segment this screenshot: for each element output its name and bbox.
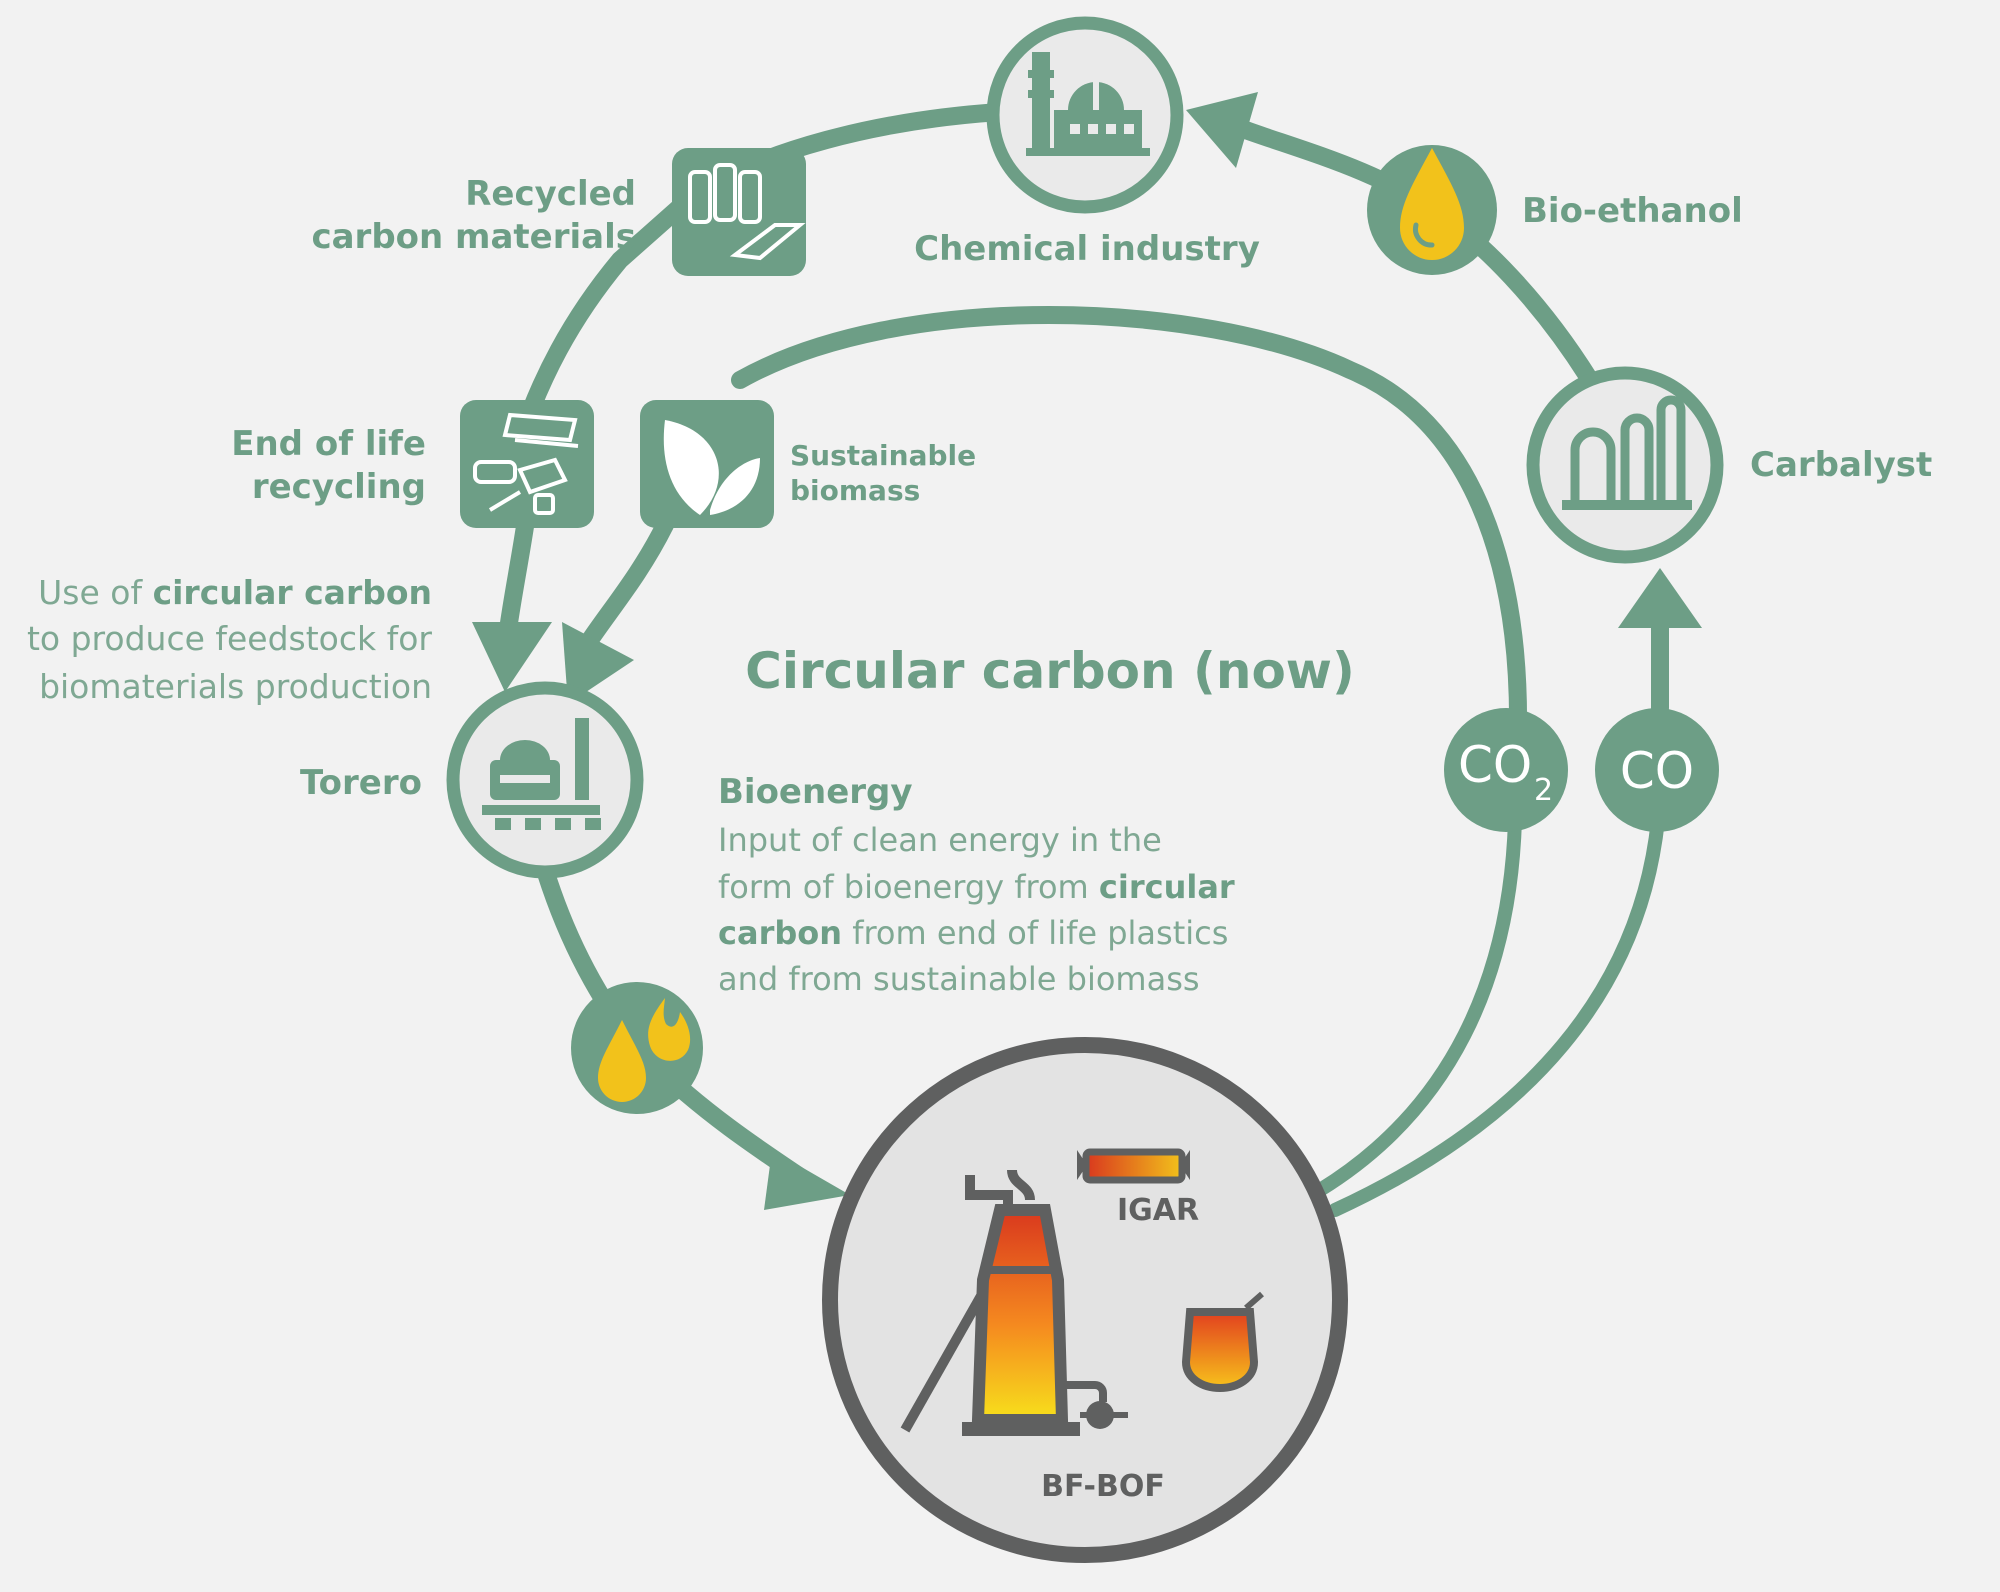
bioenergy-heading: Bioenergy <box>718 772 913 812</box>
flow-furnace-to-co2 <box>1313 813 1522 1197</box>
circular-note-line1-a: Use of <box>38 573 152 612</box>
chemical-industry-node <box>986 16 1184 214</box>
bioenergy-line2: form of bioenergy from circular <box>718 868 1235 906</box>
bioenergy-line3-a: carbon <box>718 914 842 952</box>
sustainable-biomass-label-line2: biomass <box>790 474 920 507</box>
torero-label: Torero <box>300 763 422 803</box>
bf-bof-label: BF-BOF <box>1041 1469 1165 1504</box>
flow-co2-loop-to-biomass <box>731 306 1528 739</box>
flame-droplet-icon <box>598 998 691 1102</box>
co2-badge-label: CO <box>1458 736 1532 794</box>
flow-biomass-to-torero <box>581 516 674 649</box>
flow-furnace-to-co <box>1328 813 1665 1217</box>
arrow-into-torero-from-biomass <box>562 622 634 704</box>
recycled-carbon-node <box>672 148 806 276</box>
bioenergy-line2-b: circular <box>1099 868 1235 906</box>
bio-ethanol-node <box>1367 145 1497 275</box>
igar-label: IGAR <box>1117 1193 1199 1228</box>
recycled-carbon-label-line1: Recycled <box>465 174 636 214</box>
circular-note-line2: to produce feedstock for <box>27 619 432 658</box>
blast-furnace-icon <box>900 1169 1128 1436</box>
chemical-industry-label: Chemical industry <box>914 229 1260 269</box>
bioenergy-badge <box>571 982 703 1114</box>
co2-badge-subscript: 2 <box>1534 773 1553 808</box>
co-badge: CO <box>1595 708 1719 832</box>
arrowheads <box>472 92 1702 1210</box>
bioenergy-line3-b: from end of life plastics <box>842 914 1228 952</box>
bioenergy-line3: carbon from end of life plastics <box>718 914 1228 952</box>
circular-note-line3: biomaterials production <box>39 667 432 706</box>
carbalyst-label: Carbalyst <box>1750 445 1932 485</box>
igar-icon <box>1077 1148 1190 1184</box>
torero-plant-icon <box>482 718 601 830</box>
arrow-into-chemical-industry <box>1186 92 1258 168</box>
ladle-icon <box>1181 1291 1264 1393</box>
bioenergy-line2-a: form of bioenergy from <box>718 868 1099 906</box>
bottles-icon <box>688 163 806 261</box>
refinery-icon <box>1562 395 1692 510</box>
arrow-into-torero-from-recycling <box>472 622 552 692</box>
torero-node <box>446 681 644 879</box>
waste-icon <box>473 412 579 515</box>
end-of-life-label-line1: End of life <box>231 424 426 464</box>
end-of-life-label-line2: recycling <box>252 467 426 507</box>
flow-end-of-life-to-torero <box>499 511 535 639</box>
end-of-life-node <box>460 400 594 528</box>
factory-icon <box>1026 52 1150 156</box>
leaf-icon <box>663 420 760 515</box>
circular-note-line1: Use of circular carbon <box>38 573 432 612</box>
bf-bof-node: IGAR BF-BOF <box>822 1037 1348 1563</box>
circular-note-line1-b: circular carbon <box>153 573 432 612</box>
bioenergy-line4: and from sustainable biomass <box>718 960 1200 998</box>
sustainable-biomass-node <box>640 400 774 528</box>
co-badge-label: CO <box>1620 742 1694 800</box>
sustainable-biomass-label-line1: Sustainable <box>790 439 976 472</box>
diagram-title: Circular carbon (now) <box>745 642 1355 700</box>
co2-badge: CO 2 <box>1444 708 1568 832</box>
recycled-carbon-label-line2: carbon materials <box>311 217 636 257</box>
bio-ethanol-label: Bio-ethanol <box>1522 191 1743 231</box>
arrow-into-furnace <box>764 1150 850 1210</box>
bioenergy-line1: Input of clean energy in the <box>718 821 1162 859</box>
arrow-into-carbalyst <box>1618 568 1702 628</box>
carbalyst-node <box>1526 366 1724 564</box>
